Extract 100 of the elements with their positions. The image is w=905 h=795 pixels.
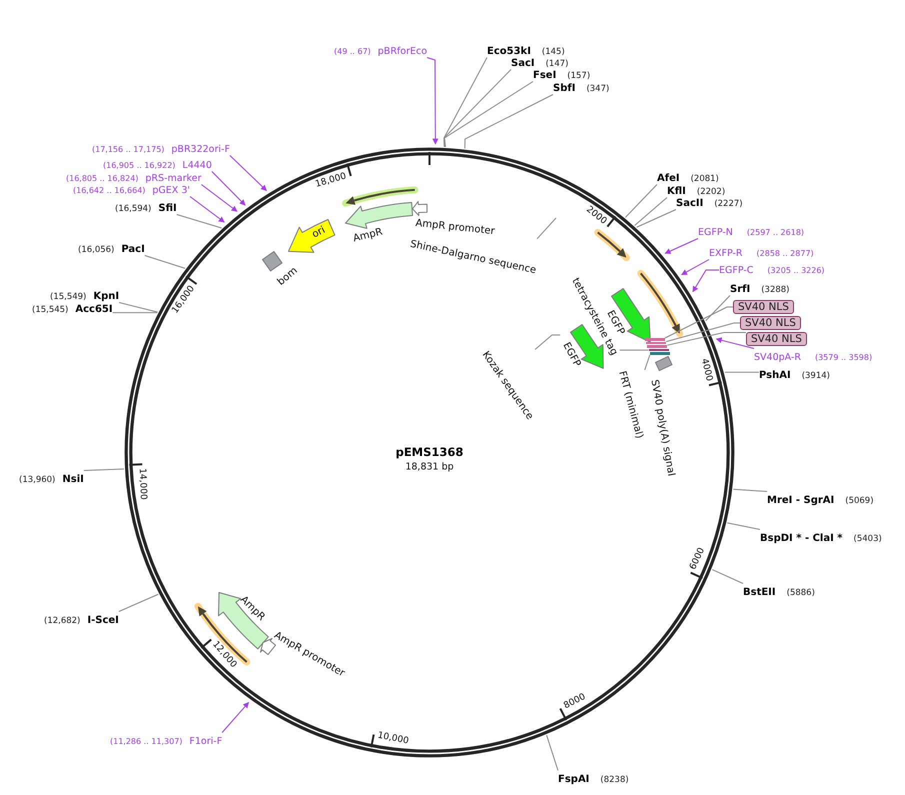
- leader-line: [716, 337, 754, 349]
- leader-line: [112, 312, 158, 314]
- primer-position: (3205 .. 3226): [767, 266, 825, 274]
- cut-site-position: (157): [567, 70, 590, 80]
- leader-line: [546, 734, 558, 771]
- leader-line: [118, 302, 158, 313]
- primer-position: (16,805 .. 16,824): [66, 174, 138, 182]
- feature-label: AmpR: [352, 226, 384, 246]
- primer-position: (49 .. 67): [334, 46, 371, 56]
- enzyme-name: KflI: [667, 186, 686, 196]
- primer-position: (11,286 .. 11,307): [110, 736, 182, 746]
- feature-label: ori: [310, 225, 328, 242]
- enzyme-name: SacII: [676, 198, 704, 208]
- enzyme-name: PshAI: [759, 370, 791, 380]
- leader-line: [83, 468, 124, 471]
- leader-line: [200, 184, 238, 212]
- enzyme-name: Eco53kI: [487, 46, 531, 56]
- leader-line: [536, 218, 556, 240]
- enzyme-name: FseI: [533, 70, 556, 80]
- feature-tag: SV40 NLS: [746, 332, 807, 346]
- cut-site-position: (2227): [714, 198, 743, 208]
- feature-label: SV40 poly(A) signal: [648, 378, 676, 478]
- primer-name: EXFP-R: [709, 248, 743, 258]
- leader-line: [118, 594, 159, 612]
- cut-site-position: (12,682): [44, 616, 80, 626]
- feature-stripe: [650, 352, 670, 355]
- cut-site-position: (16,594): [115, 204, 152, 214]
- cut-site-position: (3914): [802, 370, 830, 380]
- feature-label: AmpR promoter: [414, 218, 496, 238]
- leader-line: [712, 569, 744, 584]
- primer-name: F1ori-F: [189, 736, 222, 746]
- tick-label: 4000: [698, 358, 714, 382]
- leader-line: [189, 196, 225, 223]
- cut-site-position: (147): [546, 58, 568, 68]
- feature-label: bom: [276, 265, 300, 289]
- enzyme-name: I-SceI: [87, 614, 119, 626]
- leader-line: [444, 57, 488, 148]
- cut-site-position: (16,056): [78, 244, 114, 254]
- cut-site-position: (5403): [854, 534, 882, 544]
- leader-line: [705, 295, 730, 322]
- leader-line: [664, 238, 698, 254]
- feature-stripe: [647, 345, 668, 348]
- tick-label: 14,000: [136, 468, 148, 500]
- cut-site-position: (15,545): [32, 304, 68, 314]
- enzyme-name: SacI: [511, 58, 535, 68]
- leader-line: [624, 184, 658, 218]
- primer-position: (17,156 .. 17,175): [92, 144, 164, 154]
- feature-stripe: [646, 342, 666, 344]
- cut-site-position: (347): [586, 84, 610, 94]
- tick-label: 10,000: [376, 730, 410, 748]
- primer-position: (3579 .. 3598): [814, 352, 872, 362]
- plasmid-length: 18,831 bp: [405, 460, 454, 472]
- feature-tag: SV40 NLS: [733, 300, 794, 314]
- cut-site-position: (8238): [600, 774, 629, 784]
- enzyme-name: BstEII: [743, 586, 776, 598]
- tick-label: 6000: [688, 546, 708, 572]
- enzyme-name: AfeI: [657, 172, 680, 184]
- enzyme-name: KpnI: [93, 290, 120, 302]
- cut-site-position: (2202): [696, 186, 726, 196]
- tick-label: 8000: [562, 692, 588, 712]
- leader-line: [681, 259, 710, 276]
- cut-site-position: (15,549): [50, 292, 86, 302]
- enzyme-name: Acc65I: [75, 304, 113, 314]
- leader-line: [144, 255, 186, 269]
- enzyme-name: SrfI: [730, 284, 750, 294]
- cut-site-position: (13,960): [19, 474, 56, 484]
- leader-line: [534, 334, 561, 350]
- primer-position: (2597 .. 2618): [746, 228, 804, 236]
- enzyme-name: FspAI: [558, 774, 590, 784]
- leader-line: [724, 372, 760, 373]
- leader-line: [644, 354, 650, 370]
- primer-name: EGFP-N: [698, 226, 733, 238]
- leader-line: [444, 81, 534, 148]
- primer-name: pBR322ori-F: [171, 144, 230, 154]
- feature-stripe: [645, 338, 665, 341]
- feature-tag: SV40 NLS: [740, 316, 801, 330]
- feature-stripe: [648, 348, 669, 352]
- enzyme-name: SbfI: [553, 82, 576, 94]
- leader-line: [692, 270, 720, 292]
- leader-line: [222, 702, 250, 733]
- leader-line: [666, 322, 740, 342]
- enzyme-name: PacI: [121, 244, 145, 254]
- primer-name: pRS-marker: [145, 172, 202, 184]
- leader-line: [211, 171, 246, 206]
- cut-site-position: (5069): [845, 496, 874, 506]
- leader-line: [726, 522, 760, 530]
- leader-line: [443, 69, 512, 148]
- tick-label: 18,000: [314, 171, 348, 190]
- cut-site-position: (145): [542, 46, 565, 56]
- plasmid-name: pEMS1368: [396, 446, 464, 460]
- leader-line: [464, 94, 554, 150]
- primer-position: (16,905 .. 16,922): [103, 160, 176, 170]
- leader-line: [664, 306, 734, 338]
- leader-line: [229, 155, 267, 192]
- leader-line: [732, 488, 768, 492]
- enzyme-name: SfiI: [158, 202, 177, 214]
- leader-line: [176, 214, 222, 228]
- cut-site-position: (5886): [786, 588, 815, 598]
- primer-name: EGFP-C: [719, 264, 754, 276]
- enzyme-name: BspDI * - ClaI *: [760, 532, 843, 544]
